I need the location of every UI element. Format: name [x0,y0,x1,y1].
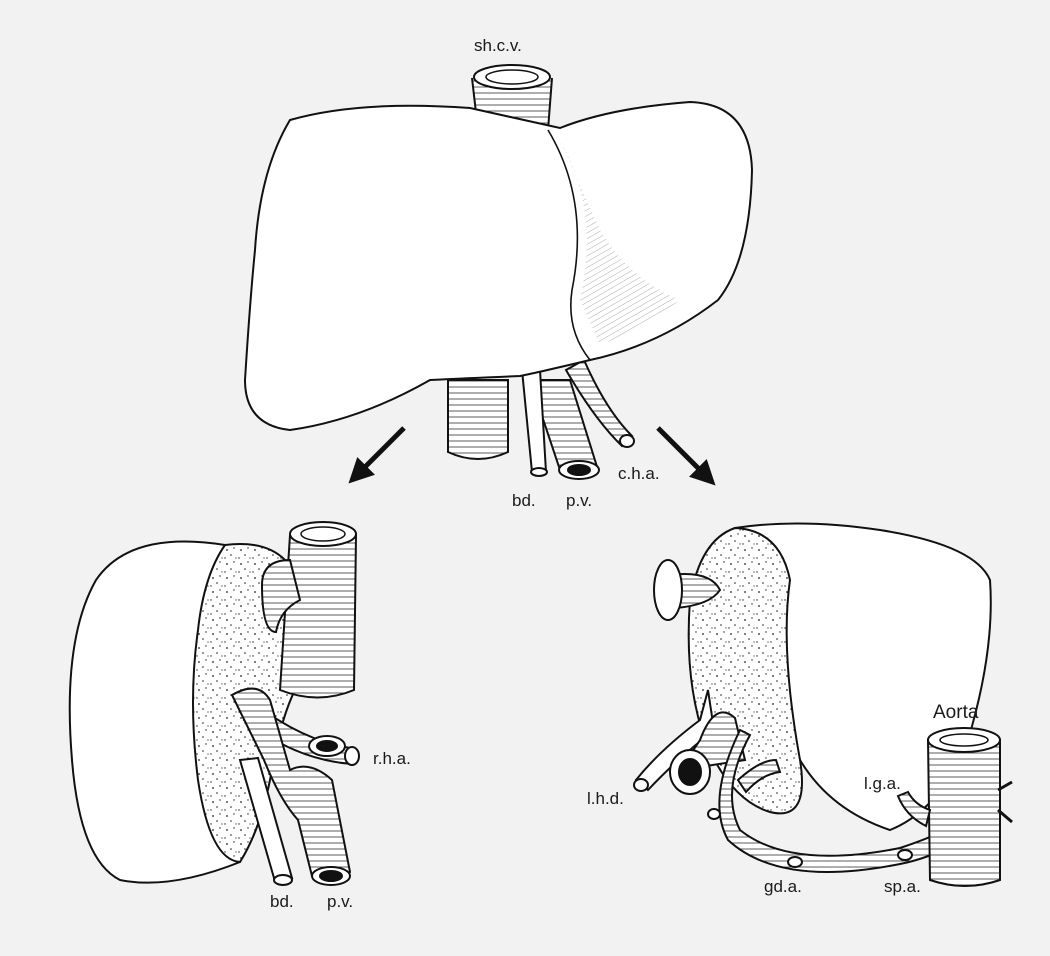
aorta [928,740,1000,886]
label-splenic-artery: sp.a. [884,878,921,895]
right-graft-group [70,522,359,885]
infrahepatic-vena-cava [448,380,508,459]
label-left-hepatic-duct: l.h.d. [587,790,624,807]
label-aorta: Aorta [933,703,978,722]
label-left-bile-duct: bd. [270,893,294,910]
whole-liver-group [245,65,752,479]
label-top-common-hepatic-artery: c.h.a. [618,465,660,482]
arrow-left [352,428,404,480]
artery-side-stump [708,809,720,819]
label-left-gastric-artery: l.g.a. [864,775,901,792]
label-right-hepatic-artery: r.h.a. [373,750,411,767]
label-gastroduodenal-artery: gd.a. [764,878,802,895]
label-left-portal-vein: p.v. [327,893,353,910]
right-graft-vena-cava [280,535,356,698]
label-suprahepatic-caval-vein: sh.c.v. [474,37,522,54]
arrow-right [658,428,712,482]
label-top-bile-duct: bd. [512,492,536,509]
label-top-portal-vein: p.v. [566,492,592,509]
gastroduodenal-artery-stump [788,857,802,867]
splenic-artery-stump [898,850,912,860]
